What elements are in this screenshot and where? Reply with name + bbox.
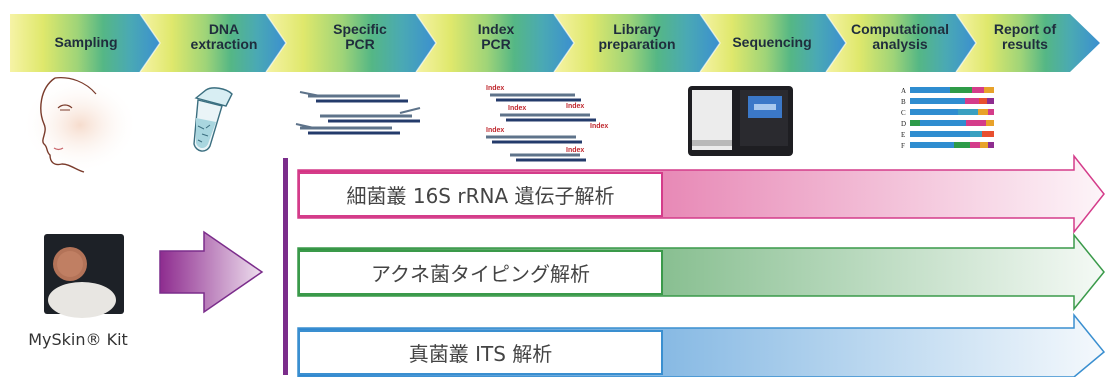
chevron-sequencing (700, 14, 846, 72)
kit-label: MySkin® Kit (28, 330, 128, 349)
index-tag: Index (486, 127, 504, 134)
chevron-dna-extraction (140, 14, 286, 72)
process-banner (10, 13, 1100, 73)
chevron-computational-analysis (826, 14, 976, 72)
step-label-sequencing: Sequencing (732, 34, 812, 50)
index-tag: Index (508, 105, 526, 112)
kit-photo (44, 234, 124, 318)
sequencer-illustration (688, 86, 793, 156)
analysis-box-bacteria: 細菌叢 16S rRNA 遺伝子解析 (298, 172, 663, 217)
index-tag: Index (566, 147, 584, 154)
chevron-report-of-results (956, 14, 1100, 72)
report-bars (910, 87, 994, 148)
chevron-sampling (10, 14, 160, 72)
report-row-letter: E (901, 131, 905, 139)
specific-pcr-illustration (295, 91, 421, 135)
divider-bar (283, 158, 288, 375)
kit-arrow (159, 230, 264, 314)
analysis-box-fungi: 真菌叢 ITS 解析 (298, 330, 663, 375)
chevron-specific-pcr (266, 14, 436, 72)
analysis-box-acnes: アクネ菌タイピング解析 (298, 250, 663, 295)
index-tag: Index (486, 85, 504, 92)
step-label-sampling: Sampling (54, 34, 118, 50)
chevron-index-pcr (416, 14, 574, 72)
report-illustration: A B C D E F (901, 87, 906, 150)
report-row-letter: A (901, 87, 906, 95)
report-row-letter: C (901, 109, 906, 117)
index-tag: Index (566, 103, 584, 110)
report-row-letter: D (901, 120, 906, 128)
chevron-library-preparation (554, 14, 720, 72)
report-row-letter: B (901, 98, 906, 106)
tube-illustration (193, 87, 233, 152)
index-pcr-illustration (486, 93, 596, 162)
report-row-letter: F (901, 142, 905, 150)
face-illustration (22, 77, 138, 173)
index-tag: Index (590, 123, 608, 130)
